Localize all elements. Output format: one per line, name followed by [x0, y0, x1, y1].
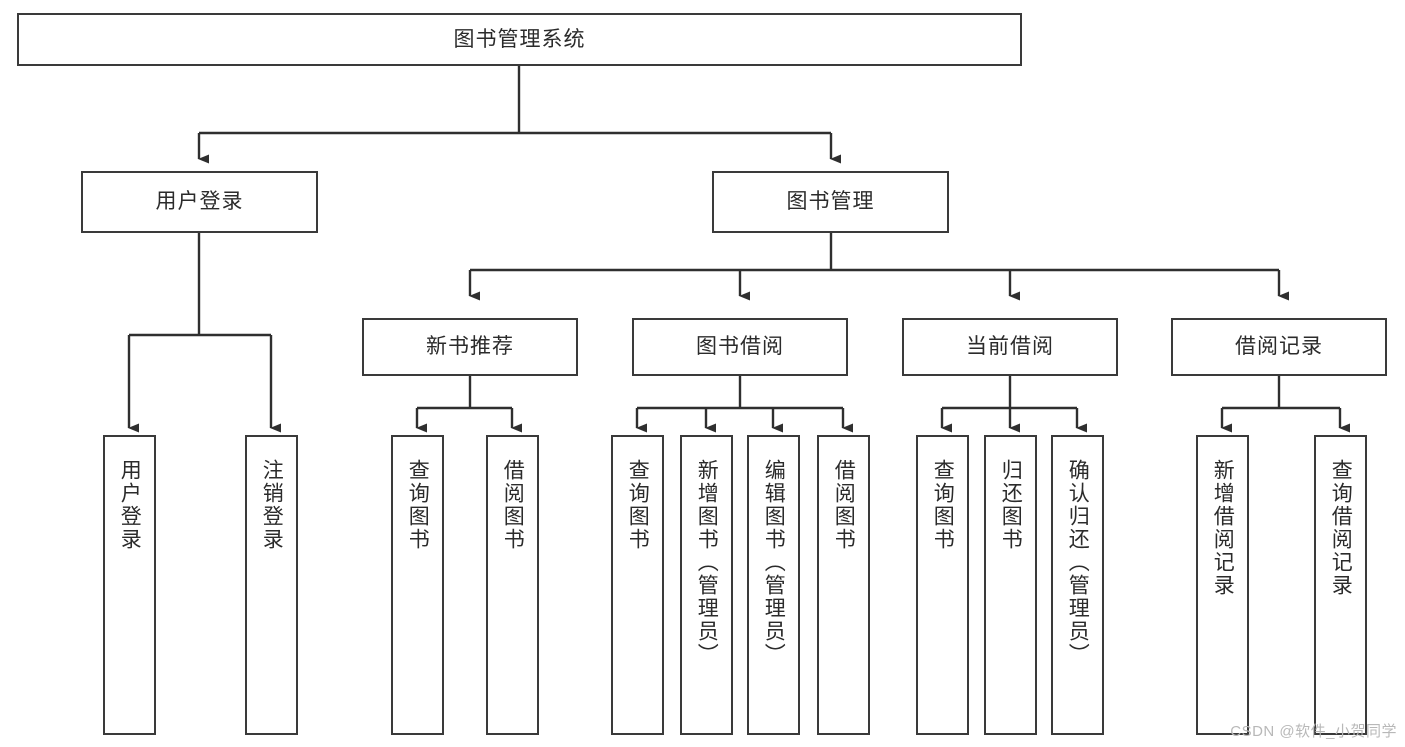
node-user-login[interactable]: 用户登录: [81, 171, 318, 233]
leaf-logout[interactable]: 注销登录: [245, 435, 298, 735]
node-borrow-records-label: 借阅记录: [1235, 335, 1323, 359]
node-new-book-recommend[interactable]: 新书推荐: [362, 318, 578, 376]
watermark: CSDN @软件_小贺同学: [1230, 723, 1397, 740]
leaf-add-borrow-record[interactable]: 新增借阅记录: [1196, 435, 1249, 735]
node-book-borrow[interactable]: 图书借阅: [632, 318, 848, 376]
node-current-borrow[interactable]: 当前借阅: [902, 318, 1118, 376]
leaf-query-book-recommend-label: 查询图书: [406, 459, 430, 551]
leaf-return-book[interactable]: 归还图书: [984, 435, 1037, 735]
leaf-edit-book-admin-label: 编辑图书（管理员）: [762, 459, 786, 666]
node-book-management-label: 图书管理: [786, 190, 875, 214]
leaf-add-book-admin[interactable]: 新增图书（管理员）: [680, 435, 733, 735]
leaf-query-book-current[interactable]: 查询图书: [916, 435, 969, 735]
leaf-logout-label: 注销登录: [260, 459, 284, 551]
leaf-query-book-borrow[interactable]: 查询图书: [611, 435, 664, 735]
node-borrow-records[interactable]: 借阅记录: [1171, 318, 1387, 376]
leaf-borrow-book-recommend[interactable]: 借阅图书: [486, 435, 539, 735]
node-book-management[interactable]: 图书管理: [712, 171, 949, 233]
leaf-user-login-label: 用户登录: [118, 459, 142, 551]
leaf-borrow-book[interactable]: 借阅图书: [817, 435, 870, 735]
leaf-borrow-book-label: 借阅图书: [832, 459, 856, 551]
node-root-label: 图书管理系统: [453, 27, 586, 51]
leaf-confirm-return-admin[interactable]: 确认归还（管理员）: [1051, 435, 1104, 735]
node-current-borrow-label: 当前借阅: [966, 335, 1054, 359]
leaf-edit-book-admin[interactable]: 编辑图书（管理员）: [747, 435, 800, 735]
leaf-add-book-admin-label: 新增图书（管理员）: [695, 459, 719, 666]
leaf-add-borrow-record-label: 新增借阅记录: [1211, 459, 1235, 597]
node-user-login-label: 用户登录: [155, 190, 244, 214]
leaf-confirm-return-admin-label: 确认归还（管理员）: [1066, 459, 1090, 666]
leaf-user-login[interactable]: 用户登录: [103, 435, 156, 735]
node-root[interactable]: 图书管理系统: [17, 13, 1022, 66]
leaf-query-borrow-record[interactable]: 查询借阅记录: [1314, 435, 1367, 735]
leaf-query-book-borrow-label: 查询图书: [626, 459, 650, 551]
leaf-query-borrow-record-label: 查询借阅记录: [1329, 459, 1353, 597]
leaf-return-book-label: 归还图书: [999, 459, 1023, 551]
leaf-query-book-current-label: 查询图书: [931, 459, 955, 551]
node-book-borrow-label: 图书借阅: [696, 335, 784, 359]
node-new-book-recommend-label: 新书推荐: [426, 335, 514, 359]
leaf-query-book-recommend[interactable]: 查询图书: [391, 435, 444, 735]
leaf-borrow-book-recommend-label: 借阅图书: [501, 459, 525, 551]
